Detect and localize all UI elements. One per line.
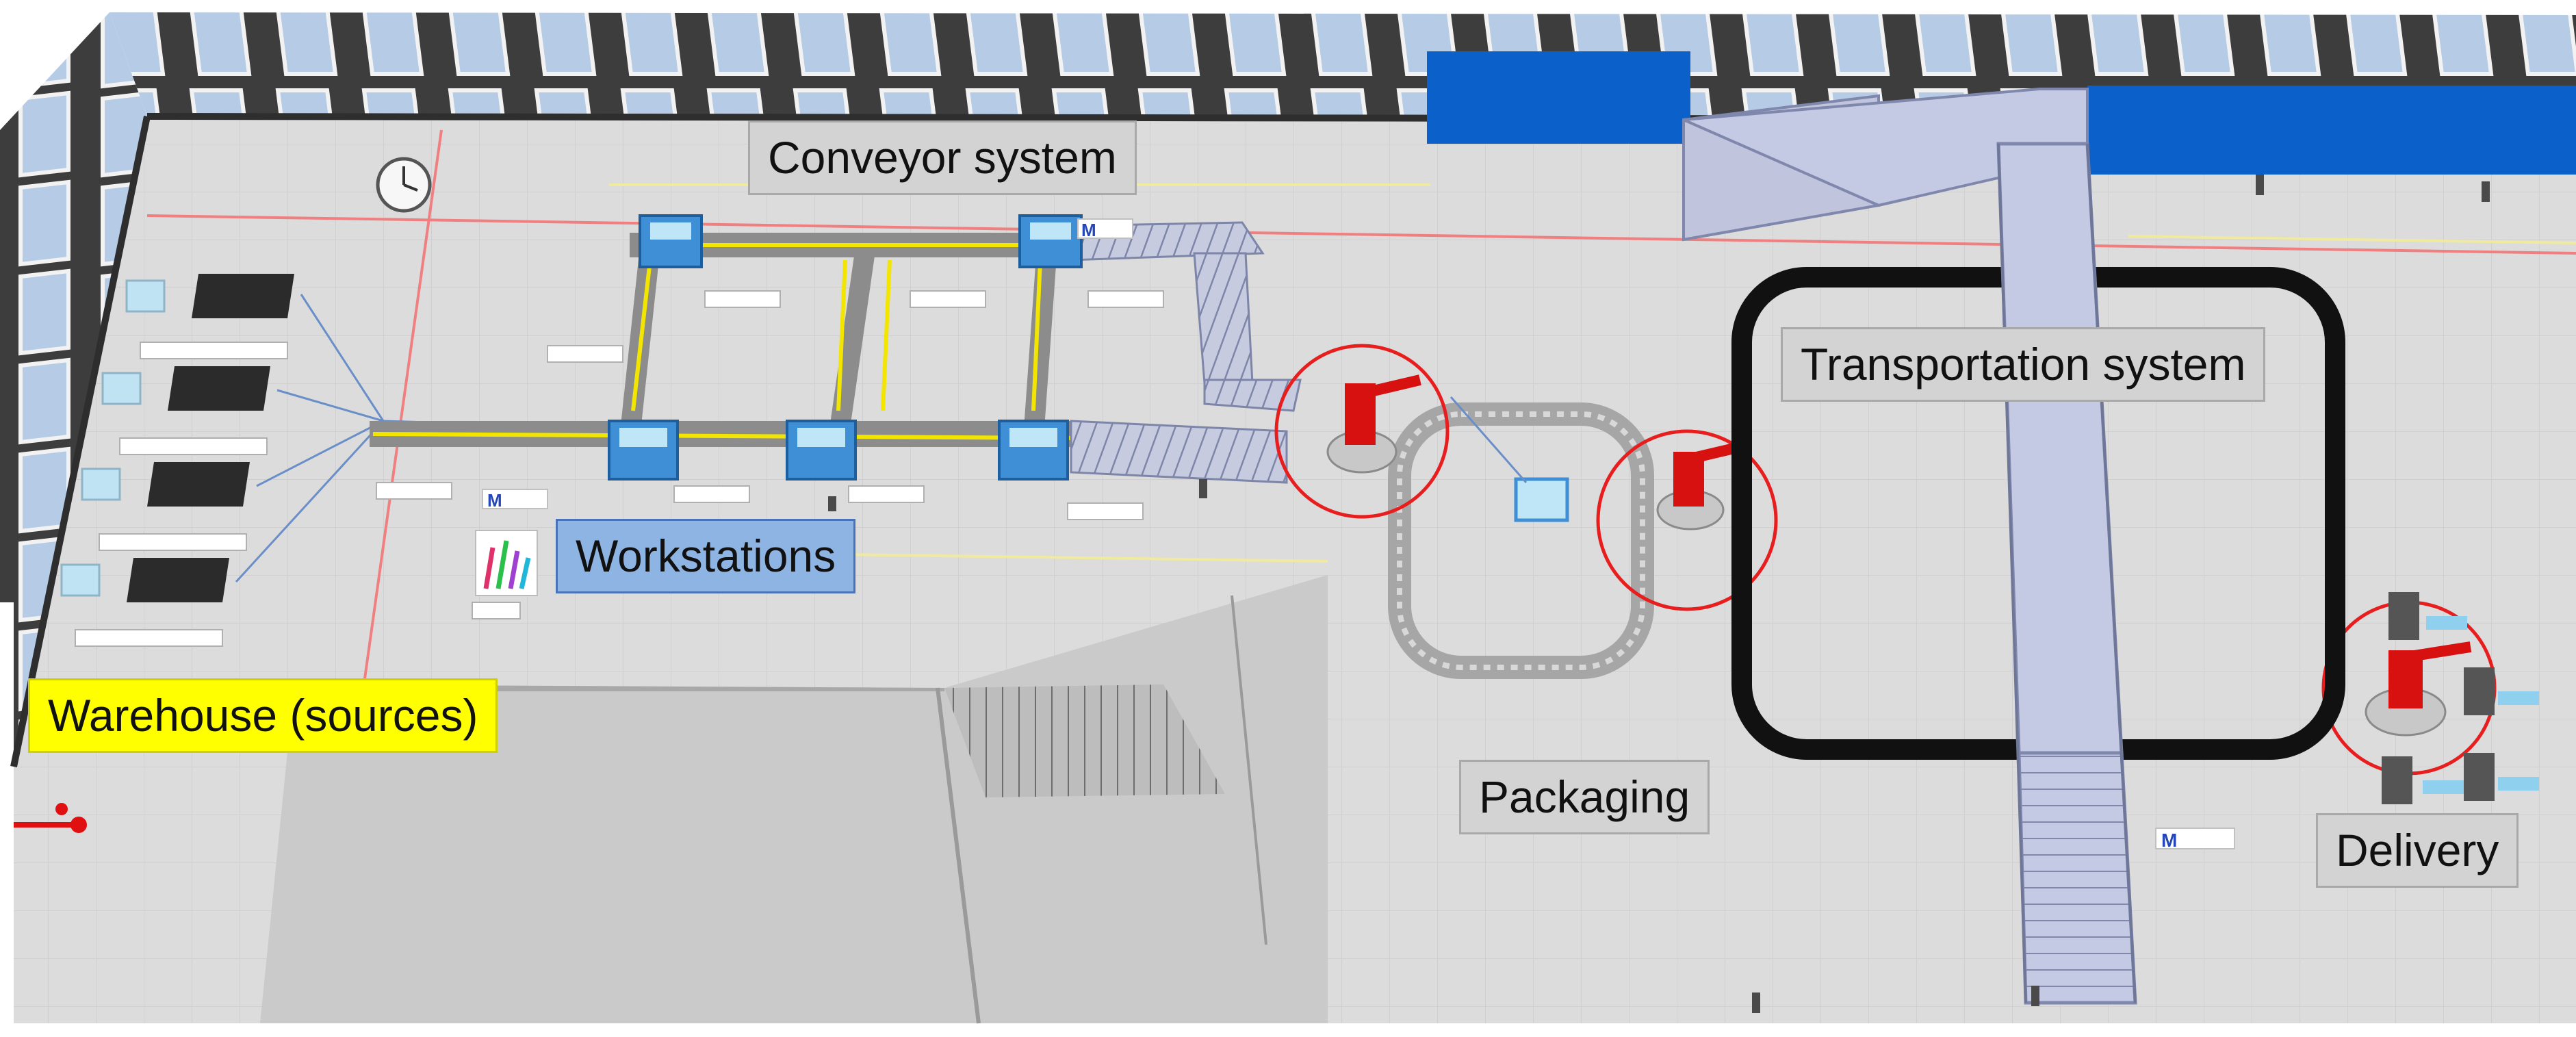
delivery-label: Delivery [2316, 813, 2519, 888]
packaging-station [1514, 477, 1569, 522]
packaging-ring-conveyor [1388, 402, 1654, 679]
warehouse-label: Warehouse (sources) [28, 678, 498, 753]
worker-icon [828, 175, 2490, 1013]
warehouse-racks [127, 274, 294, 602]
robot-arm-icon [2365, 641, 2472, 737]
blue-storage-panel [2087, 86, 2576, 175]
m-logo-icon: M [2155, 828, 2235, 851]
svg-text:M: M [487, 490, 502, 511]
robot-reach-circle [1596, 429, 1778, 611]
robot-reach-circle [1274, 344, 1450, 519]
mezzanine-stairs [944, 684, 1225, 797]
back-wall [110, 12, 2576, 120]
chart-icon [475, 530, 538, 596]
walkway-stairs [2017, 751, 2137, 1005]
conveyor-belts [370, 233, 1074, 447]
workstation-units [608, 214, 1083, 481]
workstations-label: Workstations [556, 519, 856, 593]
m-logo-icon: M [482, 489, 548, 511]
delivery-shelves [2382, 592, 2539, 804]
left-wall [0, 12, 147, 767]
blue-storage-panel [1427, 51, 1690, 144]
m-logo-icon: M [1077, 218, 1133, 240]
robot-arm-icon [1656, 439, 1750, 530]
packaging-label: Packaging [1459, 760, 1710, 834]
svg-text:M: M [2161, 830, 2177, 851]
conveyor-system-label: Conveyor system [748, 120, 1137, 195]
transportation-system-label: Transportation system [1781, 327, 2266, 402]
clock-icon [376, 157, 432, 213]
robot-arm-icon [1326, 374, 1421, 474]
svg-text:M: M [1081, 220, 1096, 240]
